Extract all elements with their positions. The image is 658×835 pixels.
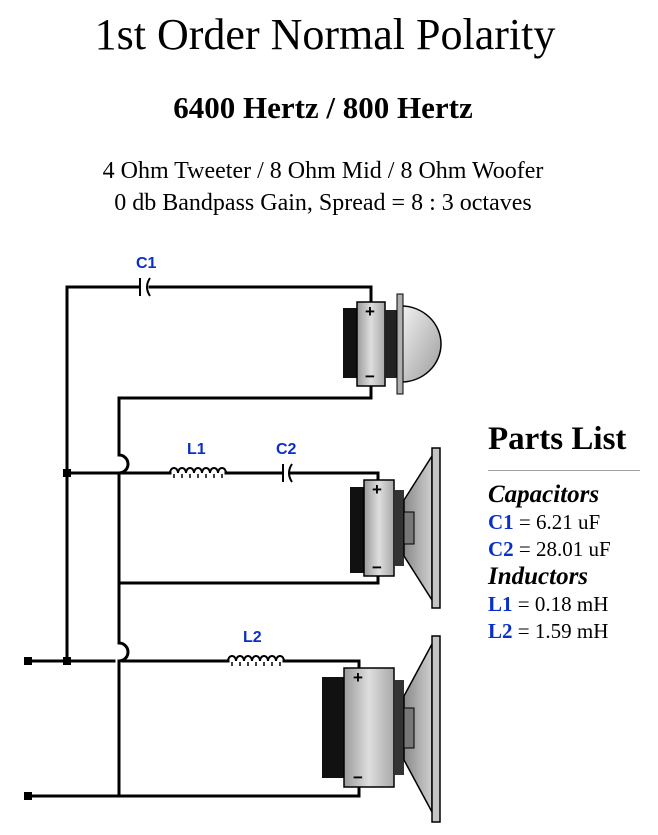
woofer-body [343,667,395,788]
inductor-l1: L1 [169,441,227,478]
part-c1-name: C1 [488,510,514,534]
part-c1-value: = 6.21 uF [513,510,601,534]
l2-label: L2 [243,629,262,646]
mid-positive-wire [65,471,380,482]
junction-dot [63,469,71,477]
part-l1: L1 = 0.18 mH [488,591,648,618]
crossover-frequencies: 6400 Hertz / 800 Hertz [173,90,473,125]
parts-list-divider [488,470,640,471]
mid-negative-wire [117,574,380,585]
page-title: 1st Order Normal Polarity [94,10,556,59]
input-negative-wire [26,783,361,798]
crossover-schematic: C1 C2 L1 L2 + − + − [24,255,442,823]
tweeter-positive-wire [65,285,373,304]
tweeter-minus-sign: − [365,367,375,386]
midrange-plus-sign: + [372,480,382,499]
woofer-minus-sign: − [353,768,363,787]
tweeter-driver: + − [343,293,442,395]
part-l1-value: = 0.18 mH [512,592,609,616]
capacitor-c1: C1 [136,255,157,297]
part-l2-value: = 1.59 mH [512,619,609,643]
midrange-minus-sign: − [372,558,382,577]
part-c2-name: C2 [488,537,514,561]
woofer-positive-wire [121,659,361,672]
tweeter-plus-sign: + [365,302,375,321]
capacitors-heading: Capacitors [488,481,600,508]
inductors-heading: Inductors [488,563,589,590]
part-c1: C1 = 6.21 uF [488,509,648,536]
c1-label: C1 [136,255,157,272]
negative-rail [117,396,130,798]
tweeter-negative-wire [117,384,373,400]
l1-label: L1 [187,441,206,458]
woofer-plus-sign: + [353,668,363,687]
part-l1-name: L1 [488,592,513,616]
tweeter-dome [400,305,442,383]
c2-label: C2 [276,441,297,458]
driver-impedances: 4 Ohm Tweeter / 8 Ohm Mid / 8 Ohm Woofer [102,158,544,184]
woofer-driver: + − [322,635,441,823]
woofer-magnet [322,677,344,778]
part-l2: L2 = 1.59 mH [488,618,648,645]
midrange-magnet [350,487,364,573]
midrange-driver: + − [350,447,441,609]
part-c2-value: = 28.01 uF [513,537,611,561]
bandpass-gain-spread: 0 db Bandpass Gain, Spread = 8 : 3 octav… [114,190,532,216]
part-l2-name: L2 [488,619,513,643]
tweeter-magnet [343,308,357,378]
part-c2: C2 = 28.01 uF [488,536,648,563]
input-terminal-positive [24,657,32,665]
parts-list: Parts List Capacitors C1 = 6.21 uF C2 = … [488,416,648,645]
capacitor-c2: C2 [276,441,297,483]
input-terminal-negative [24,792,32,800]
junction-dot [63,657,71,665]
parts-list-title: Parts List [488,421,627,457]
inductor-l2: L2 [227,629,285,666]
